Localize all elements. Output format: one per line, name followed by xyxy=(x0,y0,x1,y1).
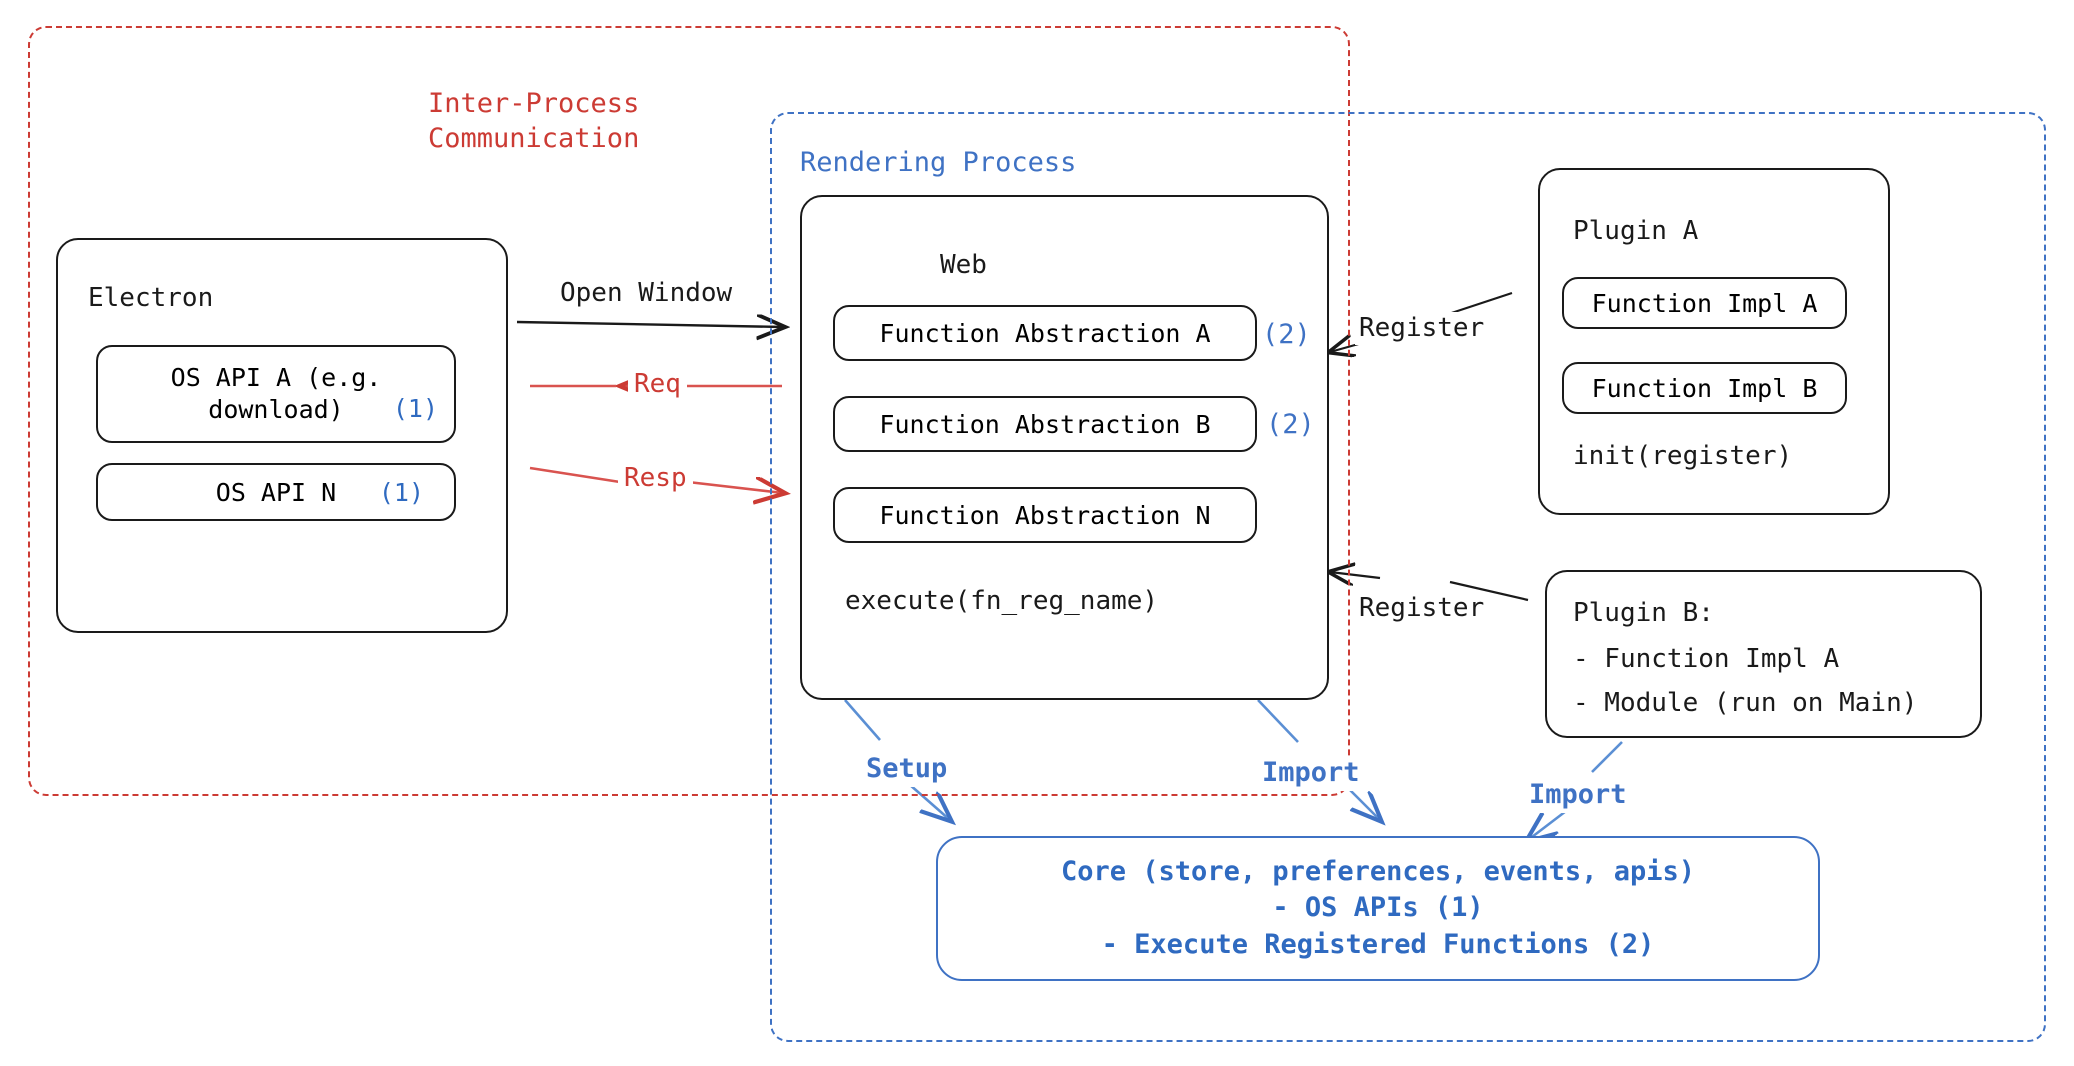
function-abstraction-b-badge: (2) xyxy=(1266,409,1315,440)
arrow-setup-label: Setup xyxy=(862,752,952,787)
function-abstraction-n-label: Function Abstraction N xyxy=(879,500,1211,530)
ipc-boundary xyxy=(28,26,1350,796)
ipc-label-line2: Communication xyxy=(428,123,640,155)
core-box: Core (store, preferences, events, apis) … xyxy=(936,836,1820,981)
os-api-a-label: OS API A (e.g. download) xyxy=(170,362,382,425)
core-line-2: - OS APIs (1) xyxy=(1272,892,1484,924)
plugin-a-impl-b-label: Function Impl B xyxy=(1591,373,1818,403)
rendering-process-label: Rendering Process xyxy=(800,147,1077,178)
arrow-register-plugin-b-label: Register xyxy=(1355,592,1489,626)
plugin-a-init-label: init(register) xyxy=(1573,441,1793,471)
function-abstraction-a-box[interactable]: Function Abstraction A xyxy=(833,305,1257,361)
plugin-b-title: Plugin B: xyxy=(1573,598,1714,628)
electron-title: Electron xyxy=(88,283,214,313)
core-line-1: Core (store, preferences, events, apis) xyxy=(1061,855,1695,887)
function-abstraction-b-box[interactable]: Function Abstraction B xyxy=(833,396,1257,452)
ipc-label: Inter-Process Communication xyxy=(428,86,639,156)
function-abstraction-a-badge: (2) xyxy=(1262,319,1311,350)
arrow-resp-label: Resp xyxy=(618,462,693,496)
os-api-n-label: OS API N xyxy=(215,477,337,507)
plugin-b-line-1: - Function Impl A xyxy=(1573,644,1840,674)
arrow-import-web-label: Import xyxy=(1258,756,1364,791)
web-title: Web xyxy=(940,250,987,280)
arrow-req-label: Req xyxy=(628,368,687,402)
plugin-a-impl-a-box[interactable]: Function Impl A xyxy=(1562,277,1847,329)
os-api-a-badge: (1) xyxy=(392,394,438,423)
function-abstraction-b-label: Function Abstraction B xyxy=(879,409,1211,439)
rendering-process-boundary xyxy=(770,112,2046,1042)
web-execute-label: execute(fn_reg_name) xyxy=(845,586,1159,616)
plugin-a-box xyxy=(1538,168,1890,515)
core-line-3: - Execute Registered Functions (2) xyxy=(1101,928,1655,960)
arrow-import-plugin-b-label: Import xyxy=(1525,778,1631,813)
function-abstraction-a-label: Function Abstraction A xyxy=(879,318,1211,348)
arrow-open-window-label: Open Window xyxy=(560,278,733,308)
plugin-a-impl-b-box[interactable]: Function Impl B xyxy=(1562,362,1847,414)
plugin-a-title: Plugin A xyxy=(1573,216,1699,246)
os-api-a-box[interactable]: OS API A (e.g. download) (1) xyxy=(96,345,456,443)
arrow-register-plugin-a-label: Register xyxy=(1355,312,1489,346)
os-api-n-box[interactable]: OS API N (1) xyxy=(96,463,456,521)
plugin-b-box xyxy=(1545,570,1982,738)
ipc-label-line1: Inter-Process xyxy=(428,88,640,119)
plugin-b-line-2: - Module (run on Main) xyxy=(1573,688,1918,718)
function-abstraction-n-box[interactable]: Function Abstraction N xyxy=(833,487,1257,543)
plugin-a-impl-a-label: Function Impl A xyxy=(1591,288,1818,318)
os-api-n-badge: (1) xyxy=(378,477,424,507)
